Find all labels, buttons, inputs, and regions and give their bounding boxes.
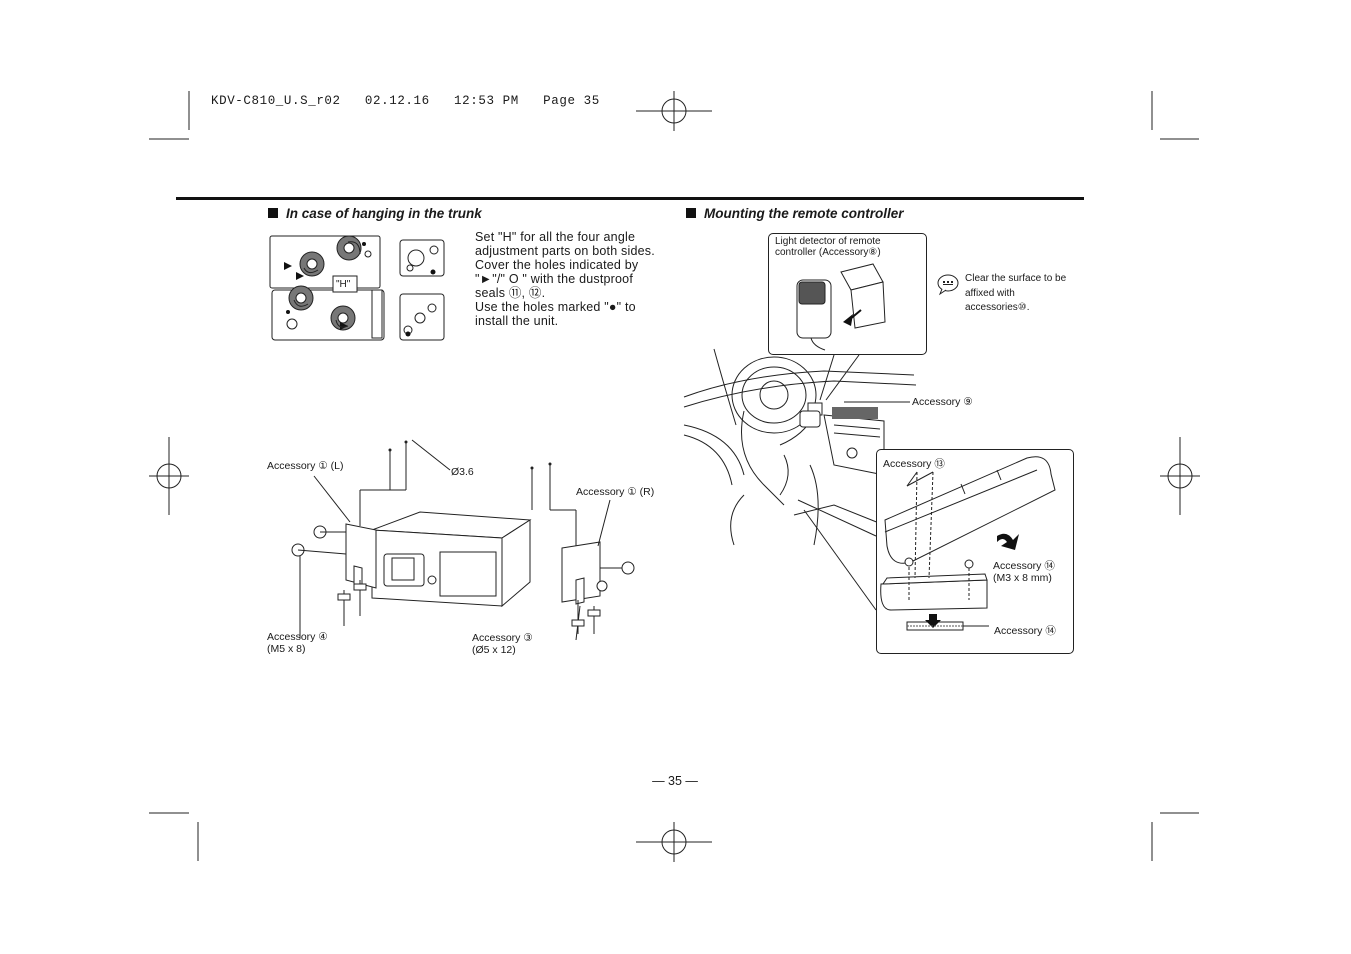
- diameter-label: Ø3.6: [451, 466, 474, 478]
- accessory-4-name: Accessory ④: [267, 631, 328, 643]
- right-heading-text: Mounting the remote controller: [704, 206, 904, 221]
- accessory-14a-name: Accessory ⑭: [993, 560, 1055, 572]
- instruction-line: "►"/" O " with the dustproof: [475, 272, 634, 286]
- light-detector-box: Light detector of remote controller (Acc…: [768, 233, 927, 355]
- page-number: — 35 —: [652, 774, 698, 788]
- top-rule: [176, 197, 1084, 200]
- accessory-1-r-label: Accessory ① (R): [576, 486, 655, 498]
- accessory-9-label: Accessory ⑨: [912, 396, 973, 408]
- accessory-14b-label: Accessory ⑭: [994, 625, 1056, 637]
- accessory-3-size: (Ø5 x 12): [472, 644, 516, 656]
- accessory-4-size: (M5 x 8): [267, 643, 306, 655]
- instruction-line: adjustment parts on both sides.: [475, 244, 655, 258]
- instruction-line: Cover the holes indicated by: [475, 258, 639, 272]
- square-bullet-icon: [686, 208, 696, 218]
- instruction-line: Use the holes marked "●" to: [475, 300, 636, 314]
- angle-adjustment-diagram: [269, 235, 445, 341]
- accessory-13-label: Accessory ⑬: [883, 458, 945, 470]
- hanging-instructions: Set "H" for all the four angle adjustmen…: [475, 230, 655, 328]
- accessory-3-label: Accessory ③ (Ø5 x 12): [472, 632, 533, 656]
- note-line: Clear the surface to be: [965, 273, 1067, 284]
- instruction-line: install the unit.: [475, 314, 559, 328]
- note-line: accessories⑩.: [965, 302, 1030, 313]
- accessory-14a-label: Accessory ⑭ (M3 x 8 mm): [993, 560, 1055, 584]
- detector-label-2: controller (Accessory⑧): [775, 247, 881, 258]
- left-section-heading: In case of hanging in the trunk: [268, 206, 482, 221]
- right-section-heading: Mounting the remote controller: [686, 206, 904, 221]
- detector-label-1: Light detector of remote: [775, 236, 881, 247]
- h-setting-label: "H": [336, 279, 351, 290]
- accessory-4-label: Accessory ④ (M5 x 8): [267, 631, 328, 655]
- note-line: affixed with: [965, 287, 1015, 299]
- unit-bracket-diagram: [291, 439, 635, 641]
- instruction-line: Set "H" for all the four angle: [475, 230, 636, 244]
- accessory-1-l-label: Accessory ① (L): [267, 460, 344, 472]
- accessory-3-name: Accessory ③: [472, 632, 533, 644]
- remote-holder-illustration: [880, 456, 1056, 631]
- accessory-14a-size: (M3 x 8 mm): [993, 572, 1052, 584]
- dashboard-illustration: [683, 348, 917, 546]
- print-slug: KDV-C810_U.S_r02 02.12.16 12:53 PM Page …: [211, 94, 600, 108]
- surface-note: Clear the surface to be affixed with acc…: [965, 272, 1066, 316]
- remote-controller-box: Accessory ⑬ Accessory ⑭ (M3 x 8 mm) Ac: [876, 449, 1074, 654]
- callout-lines: [797, 354, 910, 611]
- instruction-line: seals ⑪, ⑫.: [475, 286, 546, 300]
- left-heading-text: In case of hanging in the trunk: [286, 206, 482, 221]
- light-detector-illustration: [796, 263, 886, 351]
- square-bullet-icon: [268, 208, 278, 218]
- speech-bubble-icon: [937, 274, 959, 296]
